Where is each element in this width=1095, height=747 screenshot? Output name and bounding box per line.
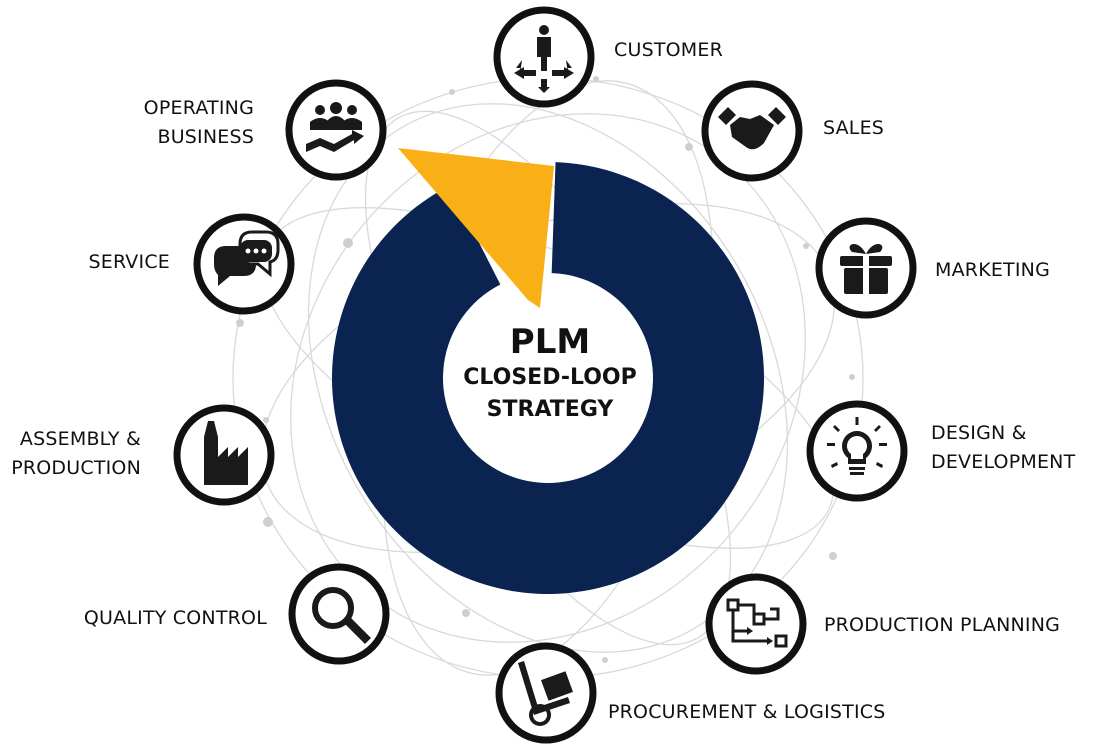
person-arrows-icon	[514, 25, 574, 93]
lightbulb-icon	[827, 417, 887, 475]
chat-bubbles-icon	[214, 230, 280, 286]
magnifier-icon	[312, 587, 371, 644]
node-operating	[285, 79, 387, 181]
node-customer	[493, 6, 595, 108]
node-marketing	[815, 217, 917, 319]
label-quality-control: QUALITY CONTROL	[83, 607, 267, 629]
node-design	[806, 400, 908, 502]
label-customer: CUSTOMER	[614, 39, 723, 61]
label-operating-business: OPERATING BUSINESS	[143, 97, 254, 148]
label-production-planning: PRODUCTION PLANNING	[824, 614, 1061, 636]
node-assembly	[173, 404, 275, 506]
center-subtitle-line2: STRATEGY	[486, 397, 614, 422]
plm-title: PLM	[509, 322, 591, 362]
gift-icon	[840, 243, 892, 294]
label-marketing: MARKETING	[935, 259, 1051, 281]
node-service	[193, 213, 295, 315]
label-design-development: DESIGN & DEVELOPMENT	[931, 422, 1076, 473]
label-assembly-production: ASSEMBLY & PRODUCTION	[11, 428, 141, 479]
center-title: PLM CLOSED-LOOP STRATEGY	[430, 322, 670, 426]
label-service: SERVICE	[88, 251, 170, 273]
node-planning	[705, 573, 807, 675]
node-quality	[288, 563, 390, 665]
center-subtitle-line1: CLOSED-LOOP	[463, 365, 637, 390]
node-sales	[701, 80, 803, 182]
node-procurement	[495, 642, 597, 744]
team-growth-icon	[306, 102, 364, 152]
loop-ring	[331, 162, 764, 594]
handshake-icon	[718, 107, 786, 150]
loop-highlight-wedge	[398, 148, 554, 308]
hand-truck-icon	[518, 661, 573, 726]
label-procurement-logistics: PROCUREMENT & LOGISTICS	[608, 701, 886, 723]
label-sales: SALES	[823, 117, 885, 139]
process-flow-icon	[726, 598, 788, 648]
factory-icon	[204, 421, 248, 485]
node-circle	[288, 563, 390, 665]
